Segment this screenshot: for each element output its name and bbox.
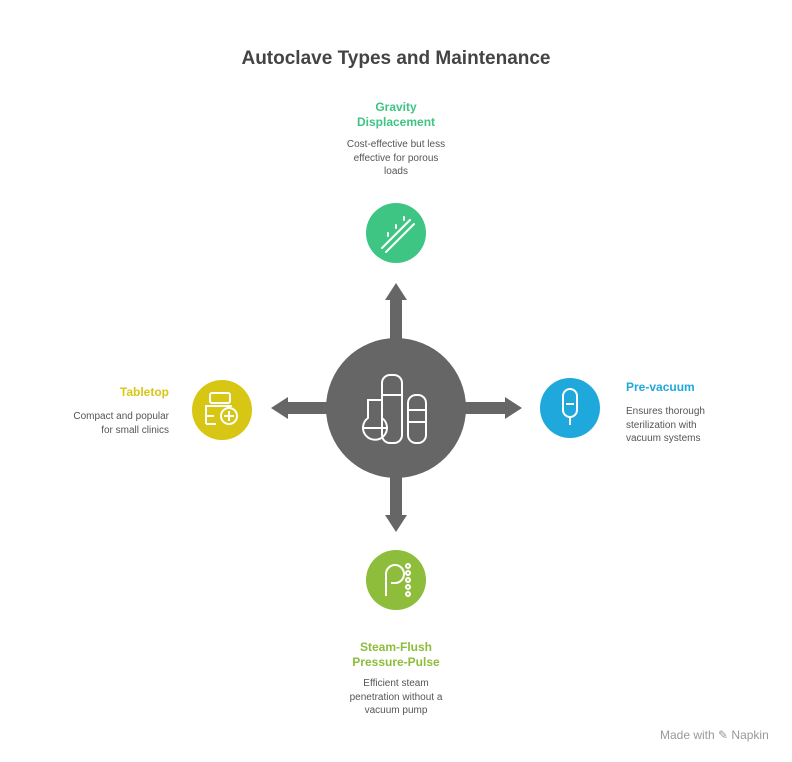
gravity-label-line: Gravity [375, 100, 417, 114]
desc-line: effective for porous [353, 152, 439, 164]
desc-line: Cost-effective but less [346, 139, 446, 150]
arrow-right [462, 402, 507, 414]
arrows [271, 283, 522, 532]
desc-line: for small clinics [101, 424, 169, 436]
center-circle [326, 338, 466, 478]
desc-line: vacuum systems [626, 433, 701, 444]
desc-line: penetration without a [349, 691, 443, 703]
tabletop-autoclave-plus-icon [205, 392, 238, 425]
steamflush-circle [366, 550, 426, 610]
vacuum-tube-icon [562, 388, 578, 425]
steamflush-label-line: Pressure-Pulse [352, 655, 440, 669]
steamflush-label-line: Steam-Flush [359, 640, 432, 654]
prevacuum-circle [540, 378, 600, 438]
desc-line: vacuum pump [364, 705, 428, 716]
page-title: Autoclave Types and Maintenance [241, 48, 551, 69]
arrow-down [390, 472, 402, 517]
gravity-desc: Cost-effective but less effective for po… [316, 138, 476, 179]
desc-line: Compact and popular [73, 411, 169, 422]
arrow-up [390, 298, 402, 343]
pressure-p-icon [385, 563, 411, 597]
gravity-label: Gravity Displacement [316, 100, 476, 130]
desc-line: Efficient steam [363, 678, 429, 689]
laboratory-flask-tanks-icon [362, 374, 427, 444]
prevacuum-desc: Ensures thorough sterilization with vacu… [626, 405, 705, 446]
steamflush-label: Steam-Flush Pressure-Pulse [316, 640, 476, 670]
steamflush-desc: Efficient steam penetration without a va… [316, 677, 476, 718]
tabletop-desc: Compact and popular for small clinics [40, 410, 169, 437]
tabletop-circle [192, 380, 252, 440]
desc-line: loads [384, 166, 408, 177]
arrow-left [286, 402, 331, 414]
desc-line: Ensures thorough [626, 406, 705, 417]
gravity-label-line: Displacement [356, 115, 436, 129]
napkin-footer[interactable]: Made with ✎ Napkin [660, 728, 769, 742]
desc-line: sterilization with [626, 419, 697, 431]
thermometer-icon [381, 216, 415, 253]
prevacuum-label: Pre-vacuum [626, 380, 695, 394]
tabletop-label: Tabletop [119, 385, 169, 399]
